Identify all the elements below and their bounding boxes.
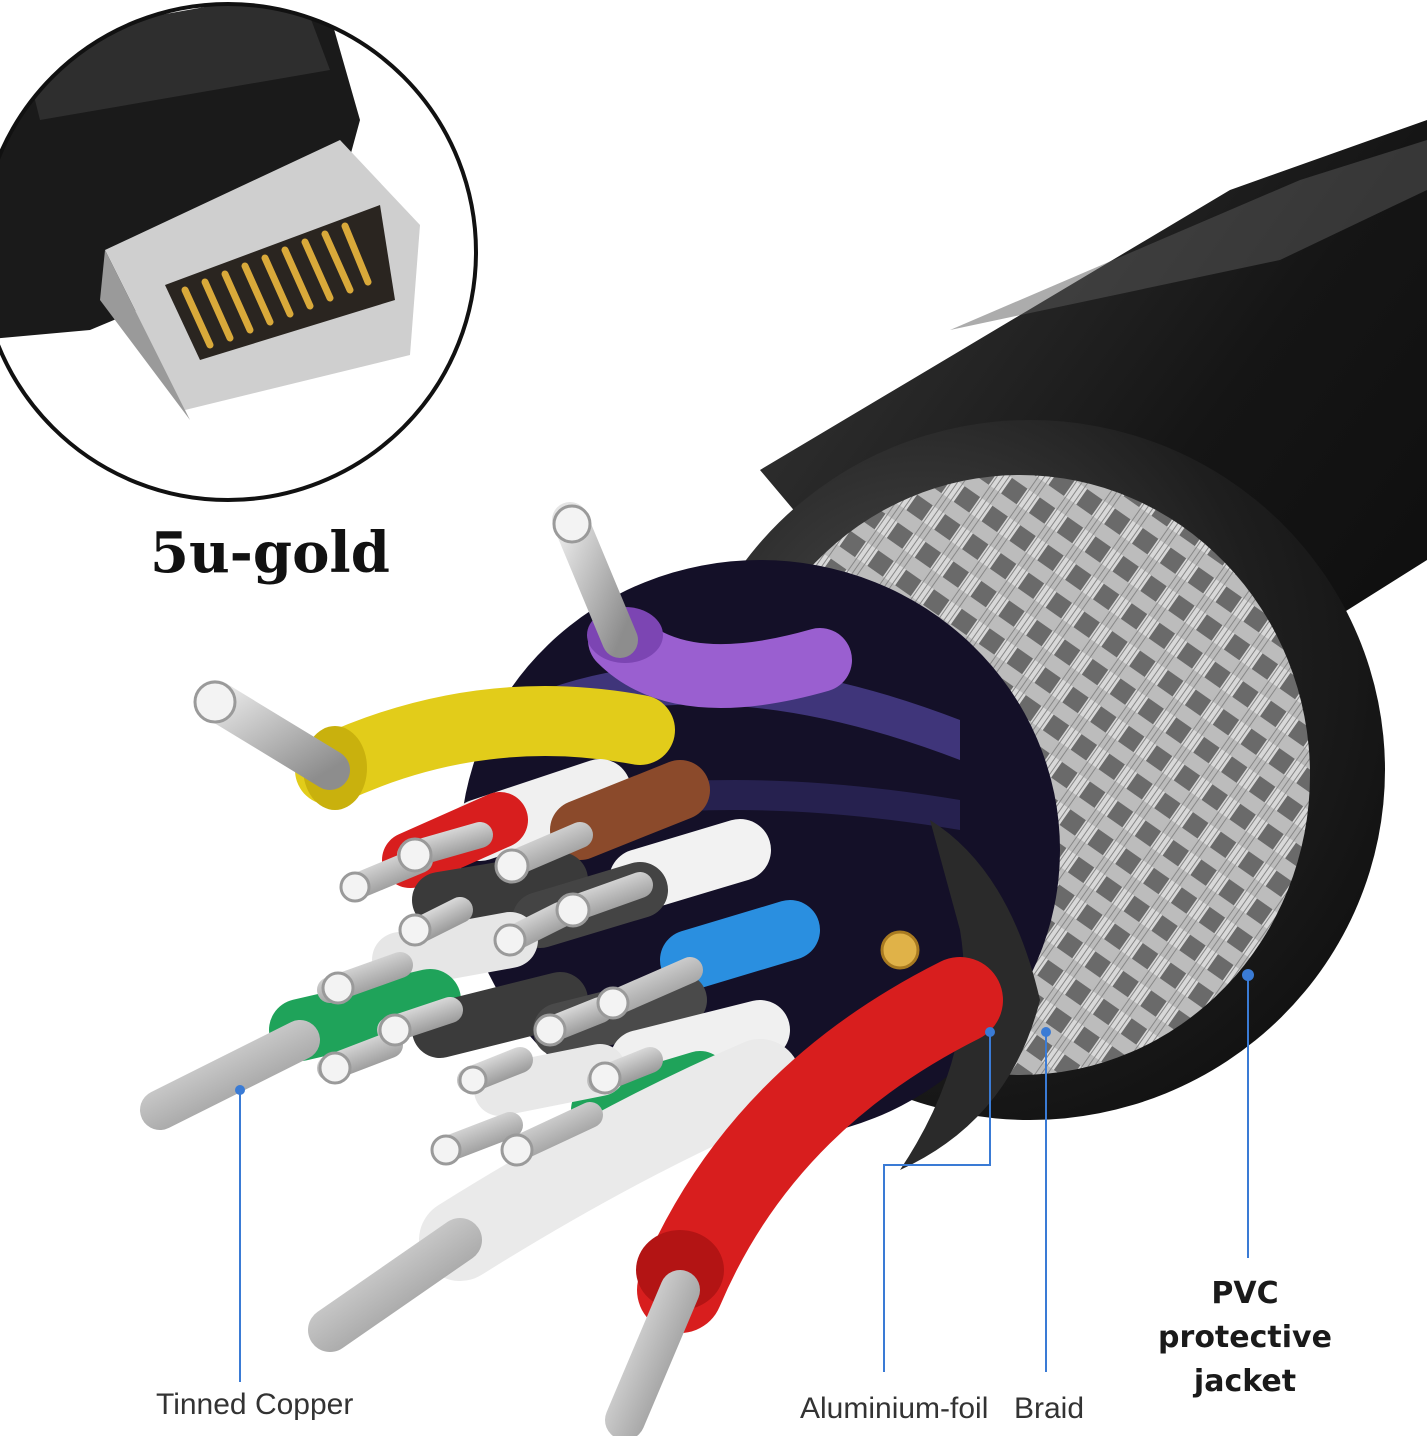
braid-label: Braid <box>1014 1392 1085 1425</box>
strand-ends <box>193 504 920 1167</box>
conductor-wires <box>269 607 1003 1333</box>
callout-dots <box>235 969 1254 1095</box>
aluminium-foil-label: Aluminium-foil <box>800 1392 989 1425</box>
gold-pins <box>181 222 372 349</box>
connector-inset <box>0 2 478 502</box>
gold-contacts-label: 5u-gold <box>150 520 390 586</box>
tinned-copper-label: Tinned Copper <box>156 1388 354 1421</box>
pvc-jacket-label: PVC protective jacket <box>1158 1276 1332 1399</box>
callout-lines <box>239 975 1249 1382</box>
